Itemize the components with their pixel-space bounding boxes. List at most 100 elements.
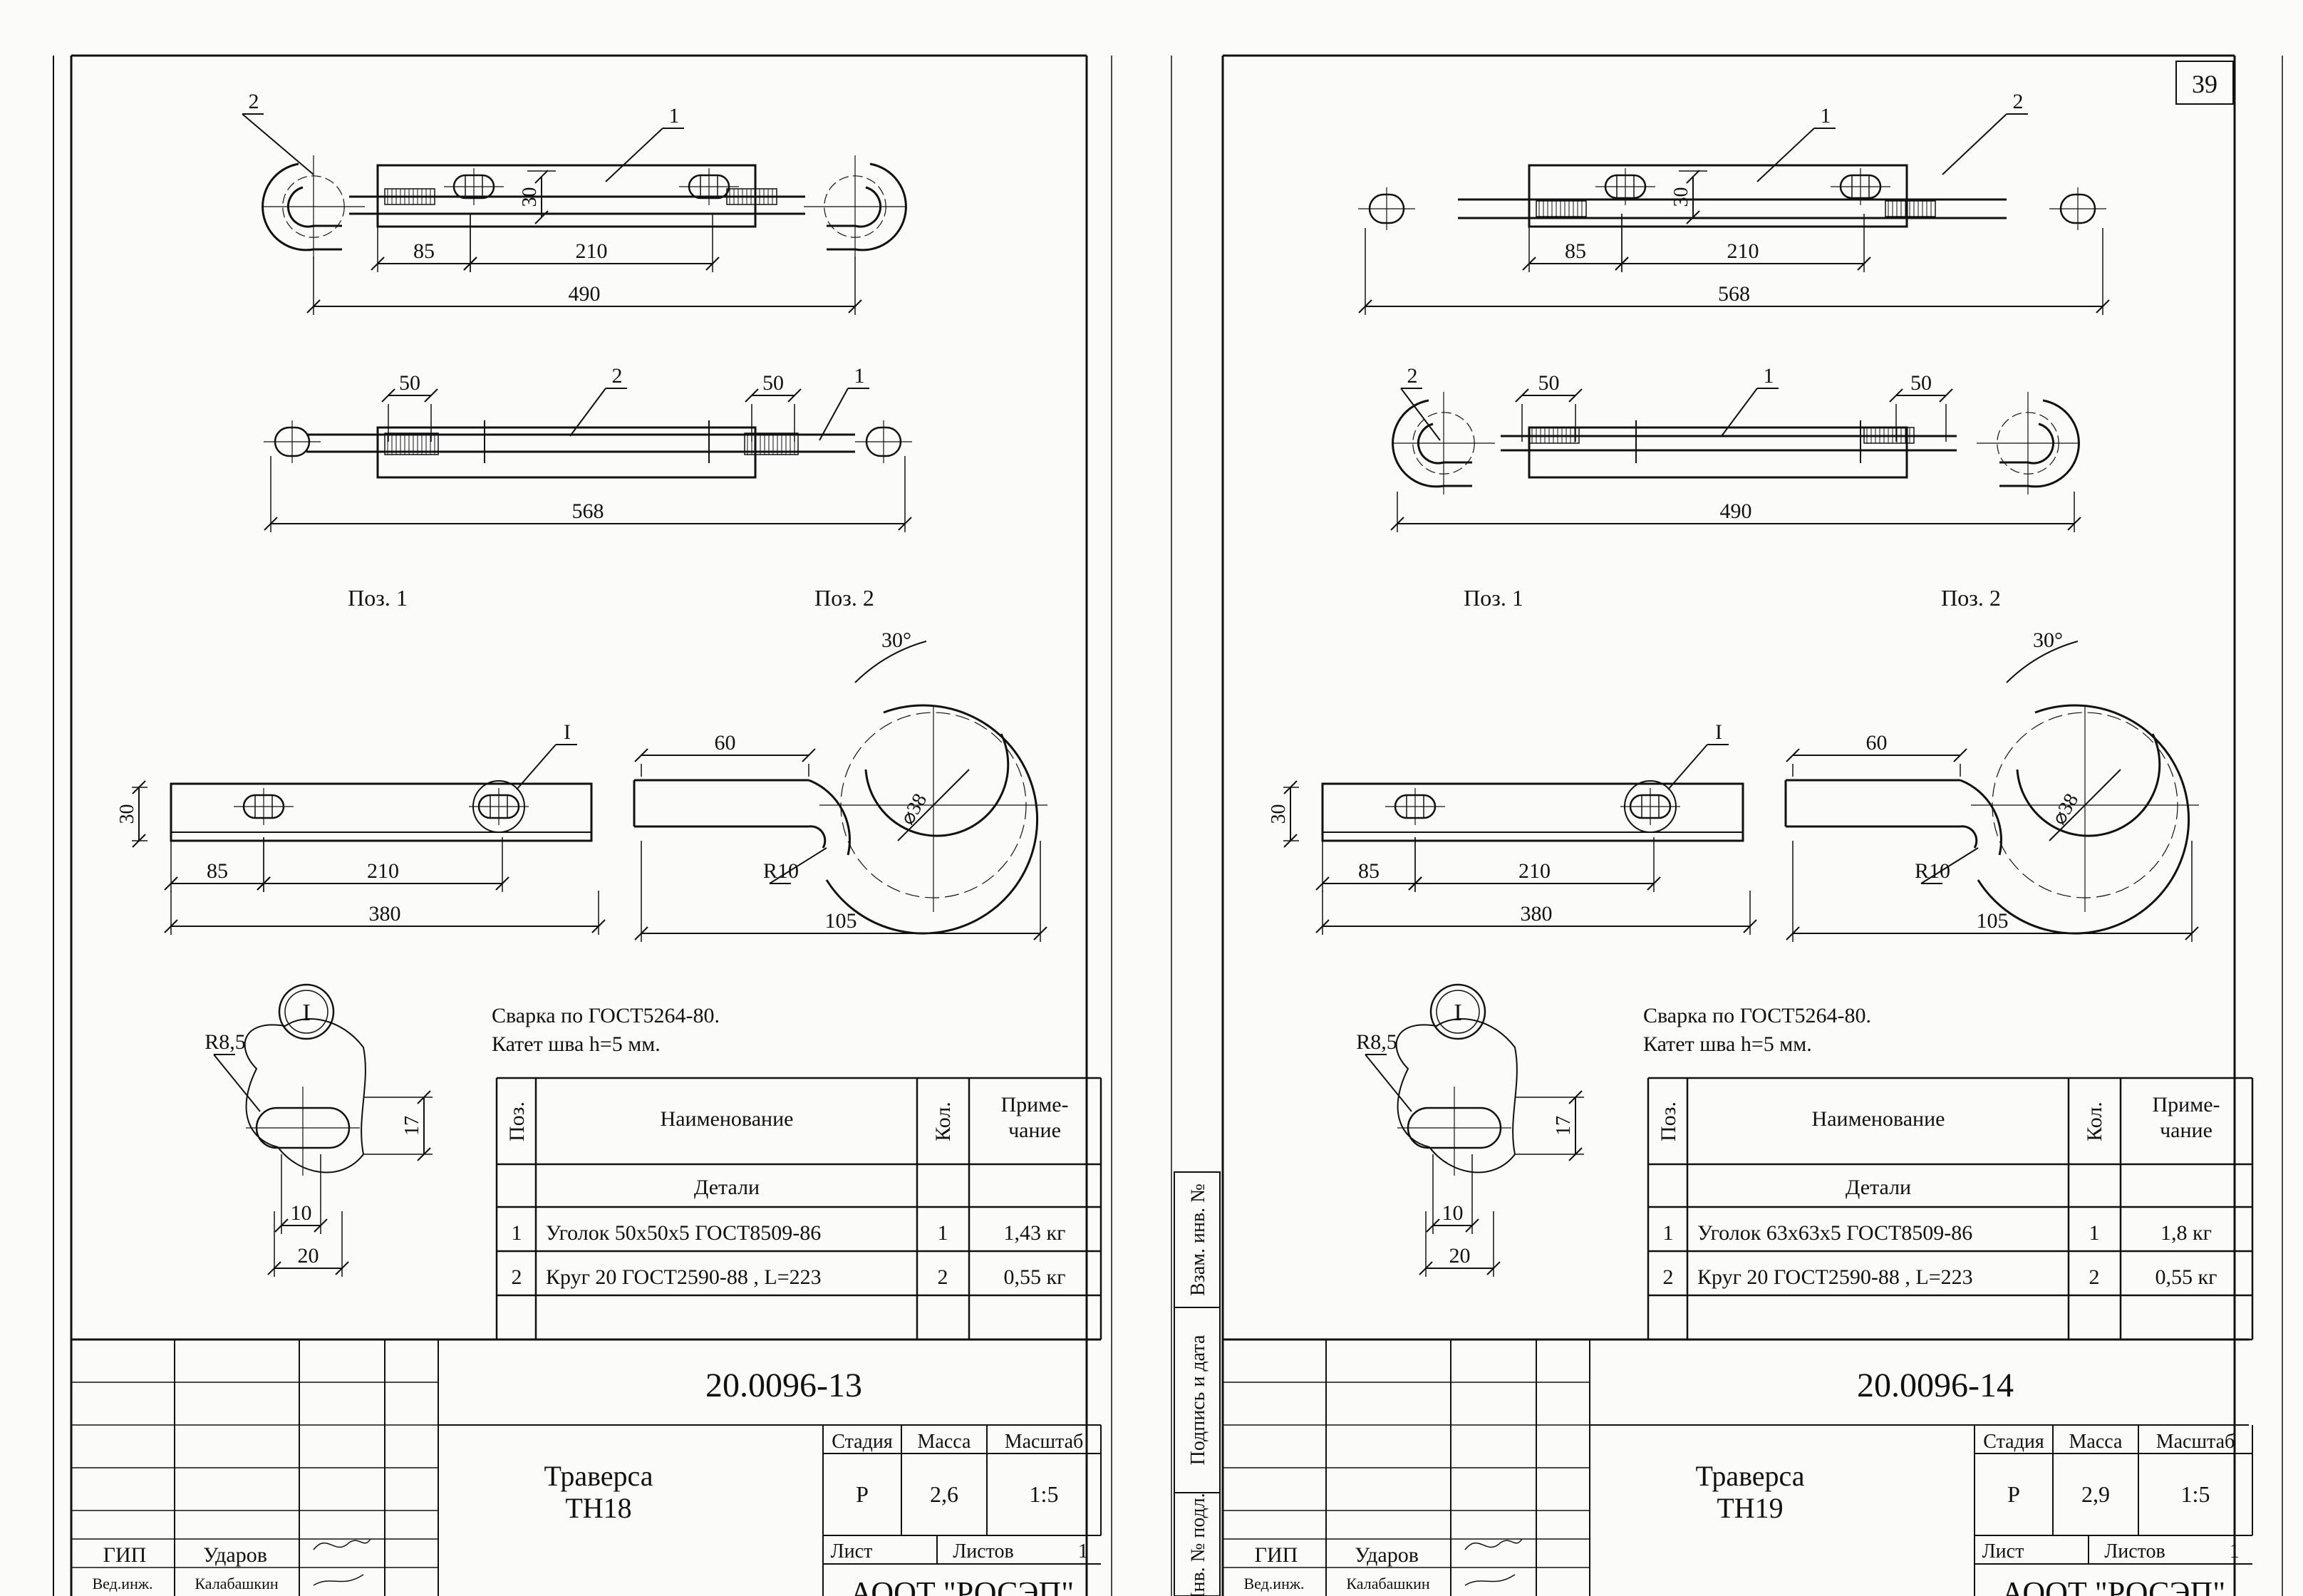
sheets-label: Листов	[2104, 1540, 2165, 1563]
detail-outline	[1395, 1018, 1518, 1173]
spec-header-note: Приме-чание	[1000, 1093, 1068, 1142]
staff-name-lead: Калабашкин	[195, 1575, 278, 1592]
dim-210-top: 210	[576, 239, 608, 263]
callout-2-side: 1	[854, 364, 865, 388]
sheet-label: Лист	[1982, 1540, 2024, 1563]
scale-value: 1:5	[2181, 1481, 2210, 1507]
dim-210-top: 210	[1727, 239, 1759, 263]
dim-tick	[802, 748, 816, 762]
detail-mark-circle	[278, 983, 335, 1040]
dim-overall-side: 490	[1720, 499, 1752, 523]
margin-stamp	[1174, 1171, 1221, 1596]
organization: АООТ "РОСЭП"	[850, 1575, 1074, 1596]
dim-tick	[1953, 748, 1967, 762]
note-welding: Сварка по ГОСТ5264-80.	[1643, 1004, 1871, 1027]
scale-header: Масштаб	[2156, 1431, 2235, 1453]
pos1-label: Поз. 1	[1464, 585, 1523, 611]
spec-header-qty: Кол.	[2083, 1102, 2106, 1141]
pos1-detail-mark: I	[564, 720, 571, 744]
spec-cell-qty: 2	[2089, 1265, 2100, 1289]
sheets-label: Листов	[953, 1540, 1014, 1563]
dim-tick	[534, 210, 549, 224]
dim-tick	[1889, 388, 1903, 403]
stage-header: Стадия	[1983, 1431, 2044, 1453]
weld-seam	[1536, 200, 1587, 217]
detail-dim-17: 17	[401, 1116, 423, 1136]
callout-1-top: 1	[669, 104, 680, 128]
detail-dim-20: 20	[1449, 1244, 1471, 1268]
spec-cell-pos: 1	[1663, 1221, 1674, 1245]
stamp-signature-date-label: Подпись и дата	[1187, 1335, 1209, 1465]
pos2-hook	[1977, 704, 2190, 935]
pos1-dim-30: 30	[116, 804, 138, 824]
dim-tick	[745, 388, 759, 403]
spec-cell-qty: 2	[938, 1265, 948, 1289]
pos2-dim-dia: ⌀38	[896, 790, 931, 829]
callout-2-side: 2	[1407, 364, 1418, 388]
pos2-dim-r10: R10	[1915, 859, 1950, 883]
sheets-count: 1	[2230, 1540, 2240, 1563]
detail-dim-17: 17	[1553, 1116, 1575, 1136]
spec-header-pos: Поз.	[505, 1102, 529, 1141]
leader-line	[1400, 388, 1441, 441]
leader-line	[242, 113, 314, 175]
pos1-angle	[170, 782, 593, 842]
dim-tick	[1686, 210, 1700, 224]
sheets-count: 1	[1078, 1540, 1088, 1563]
spec-header-note-line2: чание	[2160, 1119, 2213, 1142]
pos2-dia-line	[2049, 769, 2121, 841]
hook-inner	[1999, 423, 2054, 465]
stage-header: Стадия	[832, 1431, 893, 1453]
pos2-dia-line	[897, 769, 970, 841]
pos2-angle-arc	[2006, 641, 2079, 683]
hook-inner	[827, 186, 881, 228]
spec-cell-name: Круг 20 ГОСТ2590-88 , L=223	[546, 1265, 822, 1289]
spec-section-details: Детали	[1846, 1176, 1911, 1199]
staff-name-lead: Калабашкин	[1346, 1575, 1429, 1592]
note-weld-leg: Катет шва h=5 мм.	[1643, 1032, 1812, 1056]
hook-inner	[287, 186, 342, 228]
leader-line	[1756, 128, 1815, 182]
spec-header-note-line2: чание	[1008, 1119, 1061, 1142]
pos2-dim-60: 60	[715, 731, 736, 755]
callout-1-top: 1	[1821, 104, 1831, 128]
pos1-dim-30: 30	[1268, 804, 1290, 824]
pos2-angle-arc	[854, 641, 927, 683]
signatures	[313, 1538, 371, 1586]
mass-value: 2,6	[930, 1481, 958, 1507]
document-code: 20.0096-13	[705, 1367, 862, 1404]
page-number: 39	[2192, 70, 2217, 98]
staff-name-gip: Ударов	[1355, 1543, 1419, 1567]
dim-overall-side: 568	[572, 499, 604, 523]
dim-50-left: 50	[399, 371, 420, 395]
weld-seam	[1863, 427, 1915, 444]
pos2-hook	[825, 704, 1038, 935]
pos1-dim-380: 380	[369, 902, 401, 926]
staff-name-gip: Ударов	[203, 1543, 267, 1567]
pos2-bend	[808, 779, 851, 856]
hook-outer	[1999, 399, 2080, 488]
leader-line	[1667, 744, 1708, 790]
dim-tick	[1939, 388, 1953, 403]
dim-tick	[1686, 170, 1700, 184]
detail-dim-r85: R8,5	[205, 1030, 246, 1054]
callout-2-top: 2	[249, 90, 259, 113]
leader-line	[819, 388, 849, 441]
note-weld-leg: Катет шва h=5 мм.	[492, 1032, 661, 1056]
document-code: 20.0096-14	[1857, 1367, 2014, 1404]
pos2-dim-105: 105	[825, 909, 857, 933]
spec-header-name: Наименование	[661, 1107, 794, 1131]
leader-line	[1365, 1054, 1412, 1112]
mass-value: 2,9	[2081, 1481, 2110, 1507]
hook-outer	[1392, 399, 1472, 488]
dim-tick	[1568, 388, 1583, 403]
weld-seam	[744, 432, 799, 455]
mass-header: Масса	[918, 1431, 972, 1453]
note-welding: Сварка по ГОСТ5264-80.	[492, 1004, 720, 1027]
leader-line	[1942, 113, 2007, 175]
pos2-label: Поз. 2	[814, 585, 874, 611]
detail-dim-r85: R8,5	[1356, 1030, 1397, 1054]
title-line2: ТН18	[565, 1492, 631, 1524]
